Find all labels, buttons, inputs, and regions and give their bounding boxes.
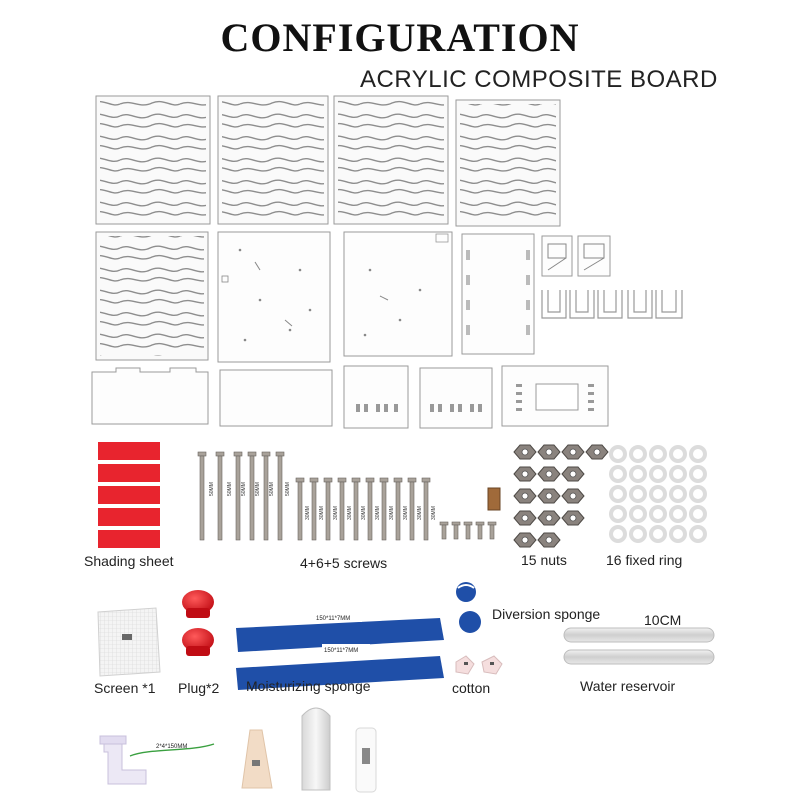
cork-stopper (241, 729, 273, 789)
svg-text:30MM: 30MM (403, 506, 409, 520)
label-plug: Plug*2 (178, 680, 220, 696)
svg-text:50MM: 50MM (285, 482, 291, 496)
page-title: CONFIGURATION (220, 15, 580, 60)
plugs (182, 590, 214, 656)
slotted-panel (461, 233, 535, 355)
svg-text:50MM: 50MM (209, 482, 215, 496)
tiny-screws (439, 521, 497, 540)
moisturizing-sponges: 150*11*7MM 150*11*7MM (236, 612, 444, 690)
nuts (513, 444, 609, 548)
label-screen: Screen *1 (94, 680, 156, 696)
svg-text:50MM: 50MM (255, 482, 261, 496)
thin-tube: 2*4*150MM (129, 743, 215, 757)
short-screws: 30MM 30MM 30MM 30MM 30MM 30MM 30MM 30MM … (295, 477, 437, 541)
maze-board (95, 95, 211, 225)
label-water-reservoir: Water reservoir (580, 678, 676, 694)
cotton-pieces (455, 655, 503, 675)
water-reservoir-tubes (563, 627, 715, 665)
u-brackets (541, 290, 683, 319)
maze-board (333, 95, 449, 225)
label-moisturizing-sponge: Moisturizing sponge (246, 678, 371, 694)
svg-text:30MM: 30MM (319, 506, 325, 520)
svg-text:50MM: 50MM (241, 482, 247, 496)
svg-text:150*11*7MM: 150*11*7MM (324, 648, 358, 654)
svg-text:30MM: 30MM (389, 506, 395, 520)
label-cotton: cotton (452, 680, 491, 696)
svg-text:150*11*7MM: 150*11*7MM (316, 616, 350, 622)
svg-text:30MM: 30MM (431, 506, 437, 520)
wrench-piece (487, 487, 501, 511)
label-length: 10CM (644, 612, 682, 628)
svg-text:30MM: 30MM (361, 506, 367, 520)
svg-text:50MM: 50MM (269, 482, 275, 496)
label-screws: 4+6+5 screws (300, 555, 388, 571)
svg-text:30MM: 30MM (347, 506, 353, 520)
maze-board (217, 95, 329, 225)
long-screws: 50MM 50MM 50MM 50MM 50MM 50MM (197, 451, 291, 541)
svg-text:30MM: 30MM (417, 506, 423, 520)
svg-text:30MM: 30MM (305, 506, 311, 520)
label-shading-sheet: Shading sheet (84, 553, 174, 569)
svg-text:30MM: 30MM (375, 506, 381, 520)
cotton-roll (355, 727, 377, 793)
elbow-connector (99, 735, 147, 785)
label-diversion-sponge: Diversion sponge (492, 606, 601, 622)
small-parts (541, 235, 611, 277)
label-nuts: 15 nuts (521, 552, 567, 568)
shading-sheets (98, 442, 160, 548)
maze-board (455, 99, 561, 227)
maze-board (95, 231, 209, 361)
plain-panel (343, 231, 453, 357)
svg-text:50MM: 50MM (227, 482, 233, 496)
side-panel (91, 365, 609, 429)
diversion-sponges (456, 582, 481, 633)
svg-text:2*4*150MM: 2*4*150MM (156, 744, 187, 750)
label-fixed-ring: 16 fixed ring (606, 552, 683, 568)
svg-text:30MM: 30MM (333, 506, 339, 520)
page-subtitle: ACRYLIC COMPOSITE BOARD (360, 66, 718, 93)
test-tube (301, 707, 331, 791)
fixed-rings (609, 445, 707, 543)
plain-panel (217, 231, 331, 363)
screen-mesh (97, 607, 161, 677)
